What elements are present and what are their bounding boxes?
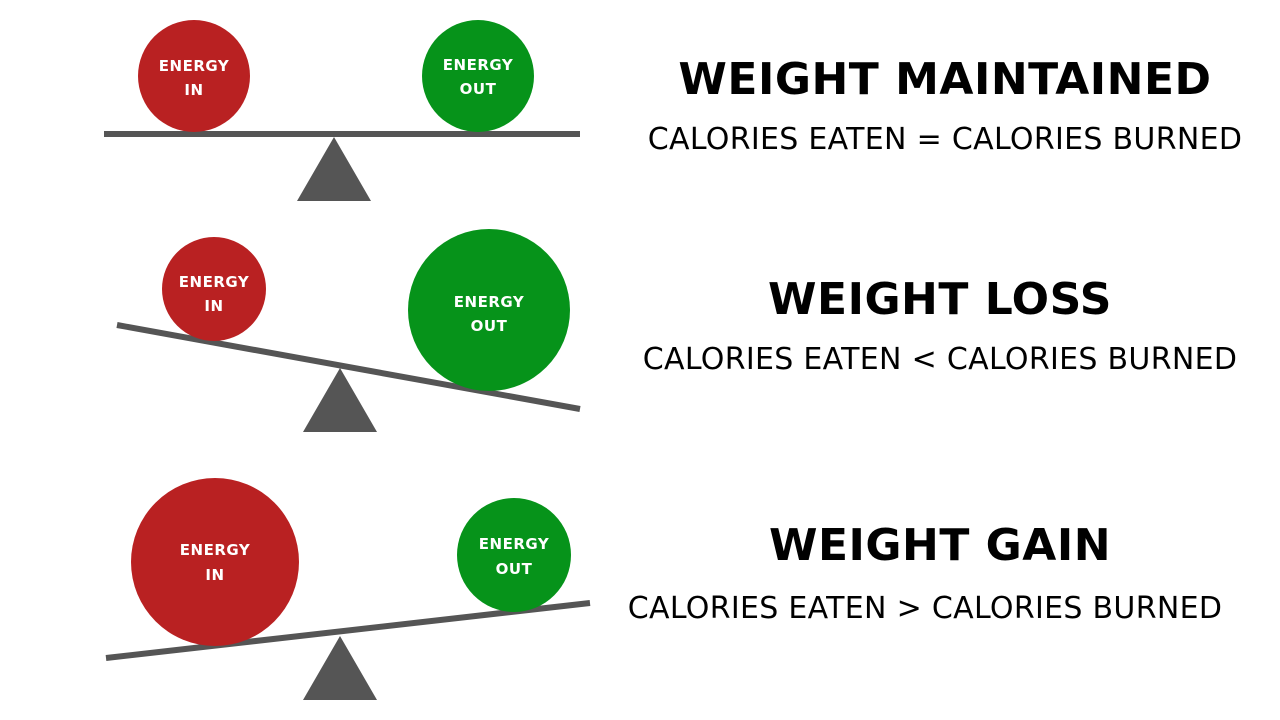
energy-out-ball: ENERGY OUT [408,229,570,391]
formula-weight-loss: CALORIES EATEN < CALORIES BURNED [642,342,1238,377]
energy-in-label-line1: ENERGY [179,273,250,291]
formula-weight-gain: CALORIES EATEN > CALORIES BURNED [627,591,1223,626]
energy-in-label-line2: IN [184,81,203,99]
heading-weight-gain: WEIGHT GAIN [768,520,1112,571]
energy-out-label-line2: OUT [471,317,508,335]
fulcrum [303,368,377,432]
energy-in-ball: ENERGY IN [162,237,266,341]
energy-in-label-line1: ENERGY [159,57,230,75]
scale-weight-gain: ENERGY IN ENERGY OUT [105,478,591,700]
energy-out-ball: ENERGY OUT [422,20,534,132]
formula-weight-maintained: CALORIES EATEN = CALORIES BURNED [647,122,1243,157]
energy-out-label-line2: OUT [496,560,533,578]
energy-out-ball: ENERGY OUT [457,498,571,612]
scale-weight-maintained: ENERGY IN ENERGY OUT [104,20,580,201]
energy-in-label-line1: ENERGY [180,541,251,559]
energy-out-label-line1: ENERGY [454,293,525,311]
beam [116,322,581,412]
energy-in-ball: ENERGY IN [138,20,250,132]
energy-in-ball: ENERGY IN [131,478,299,646]
beam [105,600,591,661]
energy-out-label-line1: ENERGY [479,535,550,553]
fulcrum [303,636,377,700]
heading-weight-loss: WEIGHT LOSS [767,274,1112,325]
energy-out-label-line1: ENERGY [443,56,514,74]
heading-weight-maintained: WEIGHT MAINTAINED [678,54,1212,105]
fulcrum [297,137,371,201]
energy-in-label-line2: IN [205,566,224,584]
energy-in-label-line2: IN [204,297,223,315]
scale-weight-loss: ENERGY IN ENERGY OUT [116,229,581,432]
energy-out-label-line2: OUT [460,80,497,98]
